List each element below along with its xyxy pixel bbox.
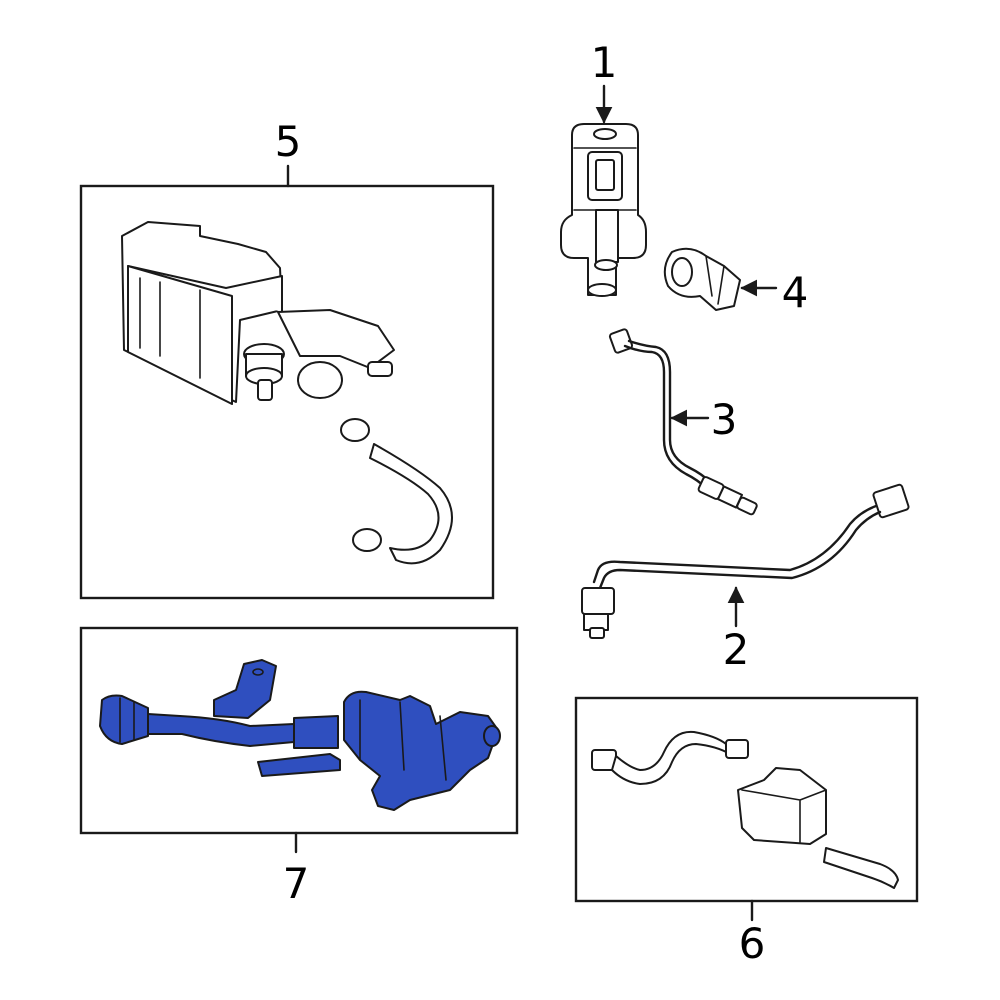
callout-3: 3 — [711, 395, 738, 444]
callout-6: 6 — [739, 919, 766, 968]
callout-2: 2 — [723, 625, 750, 674]
purge-assembly-box — [79, 626, 519, 835]
lower-oxygen-sensor-part — [581, 483, 910, 639]
vsv-hose-part — [591, 730, 899, 889]
vsv-assembly-box — [574, 696, 919, 903]
callout-5: 5 — [275, 117, 302, 166]
charcoal-canister-part — [121, 221, 453, 565]
upper-oxygen-sensor-part — [608, 328, 758, 516]
purge-valve-assembly-part — [99, 659, 501, 811]
callout-1: 1 — [591, 38, 618, 87]
knock-sensor-part — [663, 247, 741, 311]
callout-4: 4 — [782, 268, 809, 317]
callout-7: 7 — [283, 859, 310, 908]
canister-box — [79, 184, 495, 600]
vacuum-switching-valve-part — [560, 123, 647, 297]
